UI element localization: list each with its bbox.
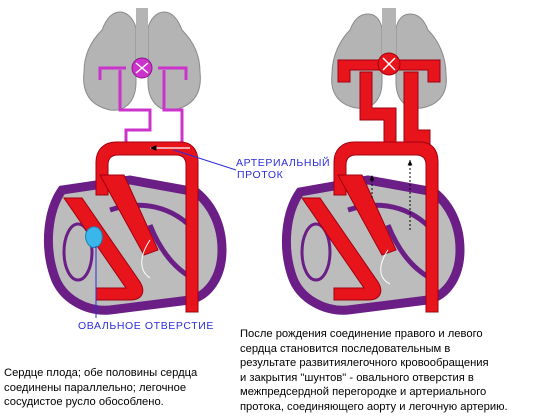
postnatal-heart-illustration (281, 8, 465, 315)
postnatal-caption-line: протока, соединяющего аорту и легочную а… (240, 400, 508, 413)
fetal-caption: Сердце плода; обе половины сердца соедин… (4, 366, 242, 410)
postnatal-pulmonary-vessels (337, 52, 441, 151)
postnatal-caption-line: и закрытия "шунтов" - овального отверсти… (240, 371, 474, 384)
postnatal-caption-line: результате развитиялегочного кровообраще… (240, 357, 489, 370)
foramen-ovale-shunt (85, 226, 103, 248)
postnatal-caption-line: После рождения соединение правого и лево… (240, 328, 483, 340)
ductus-arteriosus-label: АРТЕРИАЛЬНЫЙ ПРОТОК (236, 157, 330, 181)
fetal-lungs (83, 8, 201, 111)
postnatal-caption: После рождения соединение правого и лево… (240, 327, 556, 415)
postnatal-great-vessels (301, 141, 439, 313)
fetal-heart-illustration (43, 8, 237, 318)
foramen-ovale-label: ОВАЛЬНОЕ ОТВЕРСТИЕ (78, 320, 214, 332)
ductus-arteriosus-pointer (173, 149, 237, 171)
fetal-caption-line: соединены параллельно; легочное (4, 381, 187, 394)
fetal-caption-line: сосудистое русло обособлено. (4, 396, 164, 409)
ductus-arteriosus-label-line1: АРТЕРИАЛЬНЫЙ (236, 157, 331, 169)
fetal-caption-line: Сердце плода; обе половины сердца (4, 367, 198, 379)
fetal-pulmonary-vessels (98, 57, 188, 150)
fetal-great-vessels (63, 141, 199, 313)
postnatal-caption-line: межпредсердной перегородке и артериально… (240, 386, 487, 399)
ductus-arteriosus-label-line2: ПРОТОК (237, 169, 284, 181)
postnatal-caption-line: сердца становится последовательным в (240, 342, 451, 355)
